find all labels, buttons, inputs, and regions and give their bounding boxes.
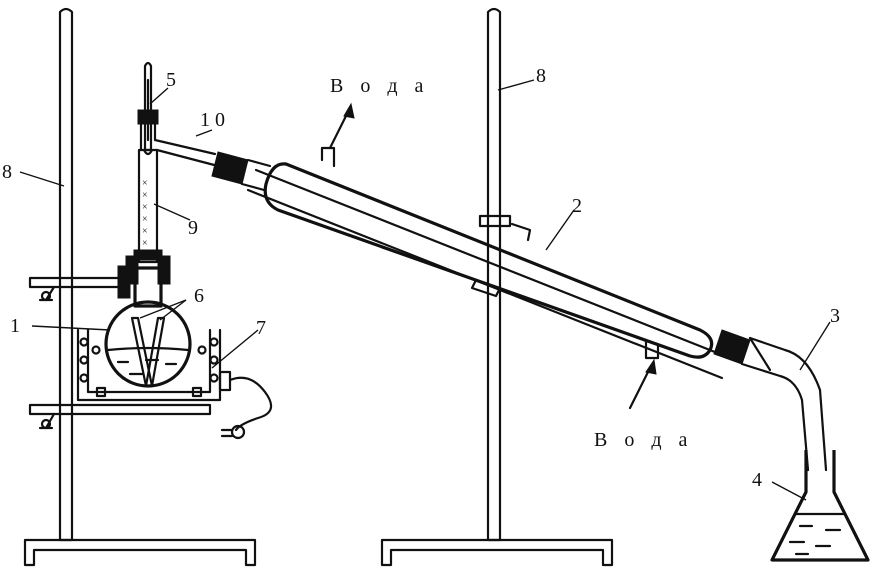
left-joint [211, 151, 272, 192]
label-thermometer: 5 [166, 69, 176, 91]
receiver-flask [770, 450, 870, 562]
label-adapter: 3 [830, 305, 840, 327]
label-receiver: 4 [752, 469, 762, 491]
svg-text:×: × [142, 178, 148, 189]
label-flask: 1 [10, 315, 20, 337]
lower-clamp [28, 403, 212, 430]
adapter [713, 329, 828, 472]
label-head: 1 0 [200, 109, 225, 131]
water-inlet-arrow [628, 358, 657, 410]
svg-text:×: × [142, 190, 148, 201]
heater [76, 328, 273, 440]
label-stand-left: 8 [2, 161, 12, 183]
label-water-inlet: В о д а [594, 429, 693, 451]
svg-text:×: × [142, 202, 148, 213]
label-water-outlet: В о д а [330, 75, 429, 97]
label-boiling-chips: 6 [194, 285, 204, 307]
label-column: 9 [188, 217, 198, 239]
label-stand-right: 8 [536, 65, 546, 87]
round-bottom-flask [104, 255, 192, 388]
leader-lines [19, 79, 831, 501]
label-condenser: 2 [572, 195, 582, 217]
thermometer [142, 61, 154, 156]
svg-text:×: × [142, 238, 148, 249]
water-outlet-arrow [328, 102, 355, 150]
liebig-condenser [246, 146, 732, 380]
svg-text:×: × [142, 214, 148, 225]
svg-text:×: × [142, 226, 148, 237]
left-stand [23, 7, 257, 567]
label-heater: 7 [256, 317, 266, 339]
right-stand [380, 7, 614, 567]
upper-clamp [28, 265, 131, 302]
